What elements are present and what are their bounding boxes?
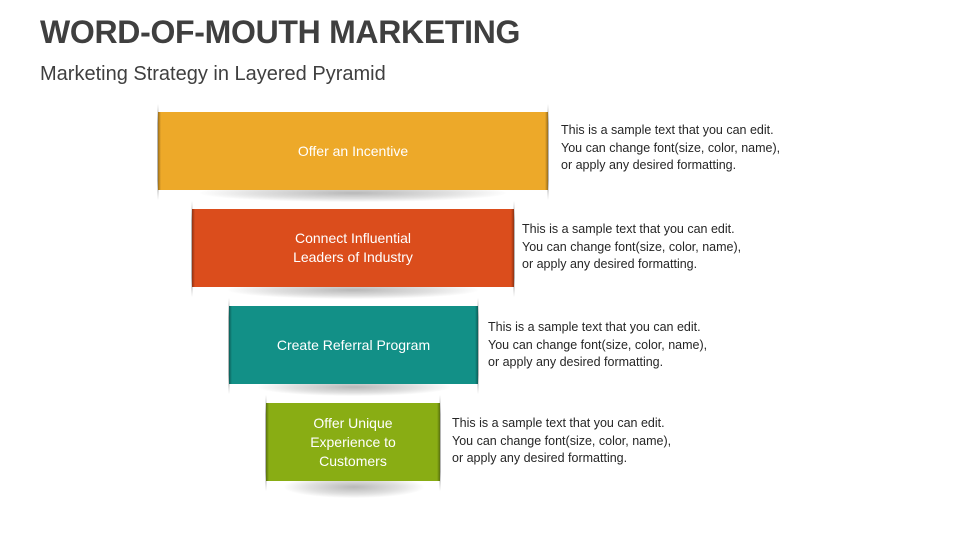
layer-label: Create Referral Program (276, 336, 431, 353)
layer-description: This is a sample text that you can edit.… (522, 221, 741, 274)
bar-edge (545, 112, 548, 190)
layer-label: Offer an Incentive (297, 142, 409, 159)
fold-right (547, 104, 549, 200)
bar-edge (437, 403, 440, 481)
fold-right (439, 395, 441, 491)
description-line: You can change font(size, color, name), (452, 433, 672, 448)
label-line: Customers (319, 452, 387, 469)
layer-bar[interactable]: Offer Unique Experience to Customers (266, 403, 440, 481)
layer-description: This is a sample text that you can edit.… (561, 122, 780, 175)
label-line: Offer Unique (313, 414, 393, 431)
layer-bar[interactable]: Create Referral Program (229, 306, 478, 384)
description-line: This is a sample text that you can edit. (561, 123, 774, 137)
bar-edge (511, 209, 514, 287)
description-line: or apply any desired formatting. (561, 158, 737, 172)
bar-edge (266, 403, 269, 481)
label-line: Experience to (310, 433, 396, 450)
description-line: or apply any desired formatting. (522, 257, 698, 271)
fold-right (513, 201, 515, 297)
layer-description: This is a sample text that you can edit.… (452, 415, 671, 468)
bar-edge (192, 209, 195, 287)
label-line: Leaders of Industry (293, 249, 413, 265)
slide-subtitle: Marketing Strategy in Layered Pyramid (40, 63, 386, 85)
layer-label: Connect Influential Leaders of Industry (285, 229, 421, 267)
description-line: This is a sample text that you can edit. (488, 320, 701, 334)
bar-edge (475, 306, 478, 384)
layer-description: This is a sample text that you can edit.… (488, 319, 707, 372)
layer-shadow (284, 476, 424, 498)
fold-right (477, 298, 479, 394)
description-line: or apply any desired formatting. (452, 451, 628, 465)
description-line: This is a sample text that you can edit. (522, 222, 735, 236)
description-line: You can change font(size, color, name), (488, 337, 708, 352)
description-line: This is a sample text that you can edit. (452, 416, 665, 430)
layer-label: Offer Unique Experience to Customers (302, 414, 404, 471)
description-line: You can change font(size, color, name), (522, 239, 742, 254)
layer-bar[interactable]: Offer an Incentive (158, 112, 548, 190)
bar-edge (158, 112, 161, 190)
description-line: You can change font(size, color, name), (561, 140, 781, 155)
label-line: Connect Influential (295, 230, 411, 246)
layer-bar[interactable]: Connect Influential Leaders of Industry (192, 209, 514, 287)
slide-title: WORD-OF-MOUTH MARKETING (40, 14, 521, 50)
bar-edge (229, 306, 232, 384)
description-line: or apply any desired formatting. (488, 355, 664, 369)
